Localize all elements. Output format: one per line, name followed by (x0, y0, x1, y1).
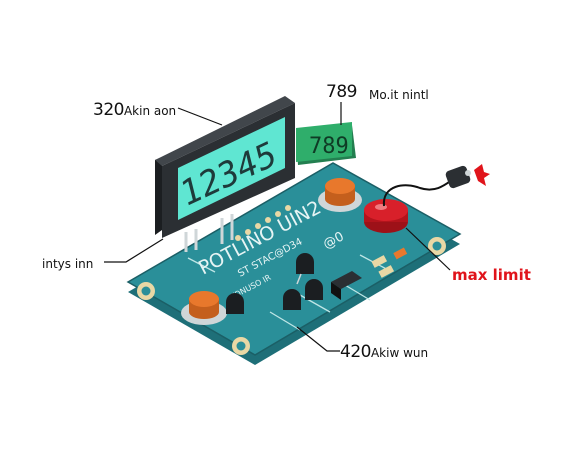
callout-top-right-value: 789 (326, 82, 357, 102)
callout-line-420 (296, 326, 340, 352)
knob-top (318, 178, 362, 212)
lcd-screen (178, 117, 285, 220)
callout-top-right-value-wrap: 789 (326, 82, 357, 102)
callout-top-right-text-wrap: Mo.it nintl (369, 84, 429, 103)
side-display-digits: 789 (309, 134, 349, 159)
mount-hole (137, 282, 155, 300)
lcd-module: 12345 (155, 96, 295, 252)
resistors (371, 247, 408, 278)
callout-line-max (405, 227, 451, 271)
callout-bottom-value: 420 (340, 342, 371, 362)
callout-max-limit: max limit (452, 266, 531, 284)
knob-bottom (181, 291, 227, 325)
cable-plug (445, 164, 490, 189)
callout-line-ints (104, 238, 164, 263)
callout-left-text: intys inn (42, 257, 94, 271)
transistor (305, 279, 323, 300)
pin-header (235, 205, 291, 241)
callout-top-left-text: Akin aon (123, 104, 177, 118)
side-display: 789 (296, 122, 356, 165)
mount-hole (232, 337, 250, 355)
transistor (296, 253, 314, 285)
callout-left: intys inn (42, 253, 93, 272)
ic-chip (331, 271, 362, 300)
mount-hole (428, 237, 446, 255)
transistors (226, 253, 362, 314)
callout-top-right-text: Mo.it nintl (369, 88, 429, 102)
callout-line-320 (177, 107, 223, 126)
transistor (226, 293, 244, 314)
callout-bottom-text: Akiw wun (370, 346, 429, 360)
callout-lines (104, 102, 451, 352)
callout-top-left: 320Akin aon (93, 100, 176, 120)
callout-bottom: 420Akiw wun (340, 342, 428, 362)
red-button (364, 199, 408, 233)
callout-top-left-value: 320 (93, 100, 124, 120)
cable (382, 179, 453, 207)
transistor (283, 289, 301, 310)
